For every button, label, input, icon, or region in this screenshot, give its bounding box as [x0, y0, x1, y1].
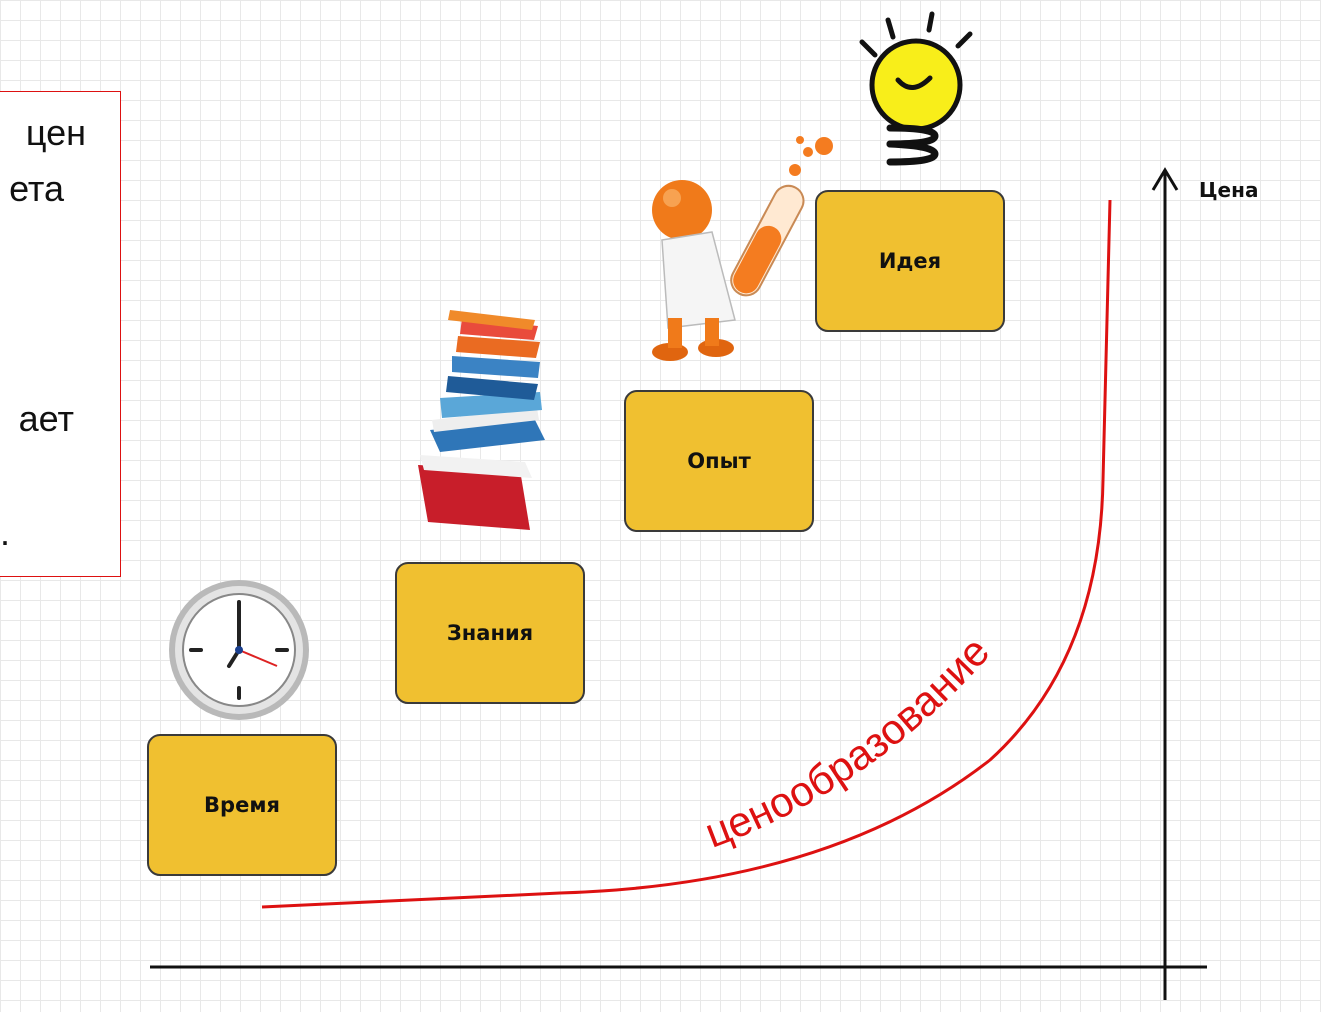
curve-label: ценообразование — [698, 628, 998, 857]
scientist-test-tube-icon — [652, 136, 833, 361]
step-idea: Идея — [815, 190, 1005, 332]
axes — [150, 167, 1207, 1000]
step-idea-label: Идея — [878, 249, 942, 273]
step-experience-label: Опыт — [687, 449, 751, 473]
text-box-line-4: . — [0, 512, 10, 553]
books-stack-icon — [418, 310, 545, 530]
text-box-line-3: ает — [18, 398, 74, 439]
step-experience: Опыт — [624, 390, 814, 532]
text-box: цен ета ает . — [0, 91, 121, 577]
lightbulb-icon — [859, 11, 973, 166]
step-time-label: Время — [204, 793, 280, 817]
step-knowledge: Знания — [395, 562, 585, 704]
y-axis-label: Цена — [1199, 178, 1259, 202]
step-time: Время — [147, 734, 337, 876]
step-knowledge-label: Знания — [446, 621, 534, 645]
price-curve — [261, 199, 1112, 909]
clock-icon — [169, 580, 309, 720]
text-box-line-1: цен — [25, 112, 86, 153]
y-axis-arrow — [1151, 167, 1179, 191]
text-box-line-2: ета — [9, 168, 64, 209]
